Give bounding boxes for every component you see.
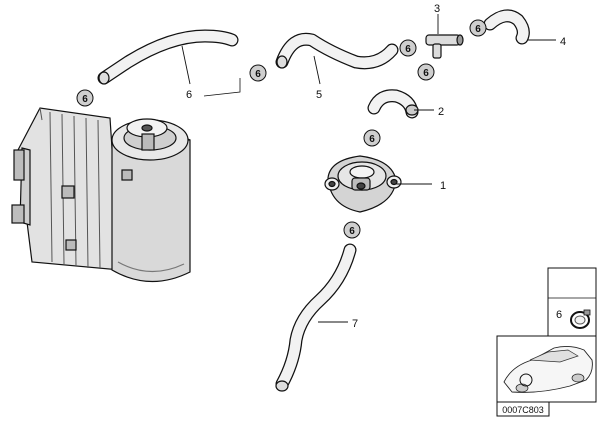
svg-text:7: 7	[352, 318, 358, 330]
callout-5: 5	[313, 55, 322, 101]
svg-text:6: 6	[369, 134, 375, 145]
clamp-badge: 6	[76, 89, 94, 107]
svg-text:6: 6	[82, 94, 88, 105]
svg-text:6: 6	[255, 69, 261, 80]
hose-4	[483, 9, 530, 45]
callout-7: 7	[318, 318, 358, 330]
purge-valve-1	[324, 155, 402, 213]
svg-text:6: 6	[423, 68, 429, 79]
svg-text:0007C803: 0007C803	[502, 405, 544, 415]
t-piece-3	[425, 34, 464, 59]
svg-text:6: 6	[405, 44, 411, 55]
clamp-badge: 6	[363, 129, 381, 147]
hose-8	[97, 29, 239, 85]
vehicle-locator-inset	[496, 335, 597, 403]
svg-text:3: 3	[434, 3, 440, 15]
clamp-badge: 6	[249, 64, 267, 82]
clamp-badge: 6	[417, 63, 435, 81]
hose-5	[275, 32, 399, 70]
svg-text:1: 1	[440, 180, 446, 192]
clamp-inset: 6	[547, 267, 597, 337]
charcoal-canister	[11, 107, 191, 283]
callout-1: 1	[396, 180, 446, 192]
svg-text:6: 6	[186, 89, 192, 101]
hose-2	[367, 89, 419, 119]
callout-3: 3	[434, 3, 440, 34]
svg-text:6: 6	[556, 309, 562, 321]
svg-text:2: 2	[438, 106, 444, 118]
clamp-badge: 6	[343, 221, 361, 239]
svg-text:5: 5	[316, 89, 322, 101]
callout-2: 2	[414, 106, 444, 118]
svg-text:6: 6	[349, 226, 355, 237]
svg-text:4: 4	[560, 36, 566, 48]
callout-6: 6	[181, 45, 192, 101]
hose-7	[275, 243, 357, 392]
callout-4: 4	[528, 36, 566, 48]
diagram-code: 0007C803	[496, 401, 550, 417]
clamp-badge: 6	[469, 19, 487, 37]
svg-text:6: 6	[475, 24, 481, 35]
clamp-badge: 6	[399, 39, 417, 57]
